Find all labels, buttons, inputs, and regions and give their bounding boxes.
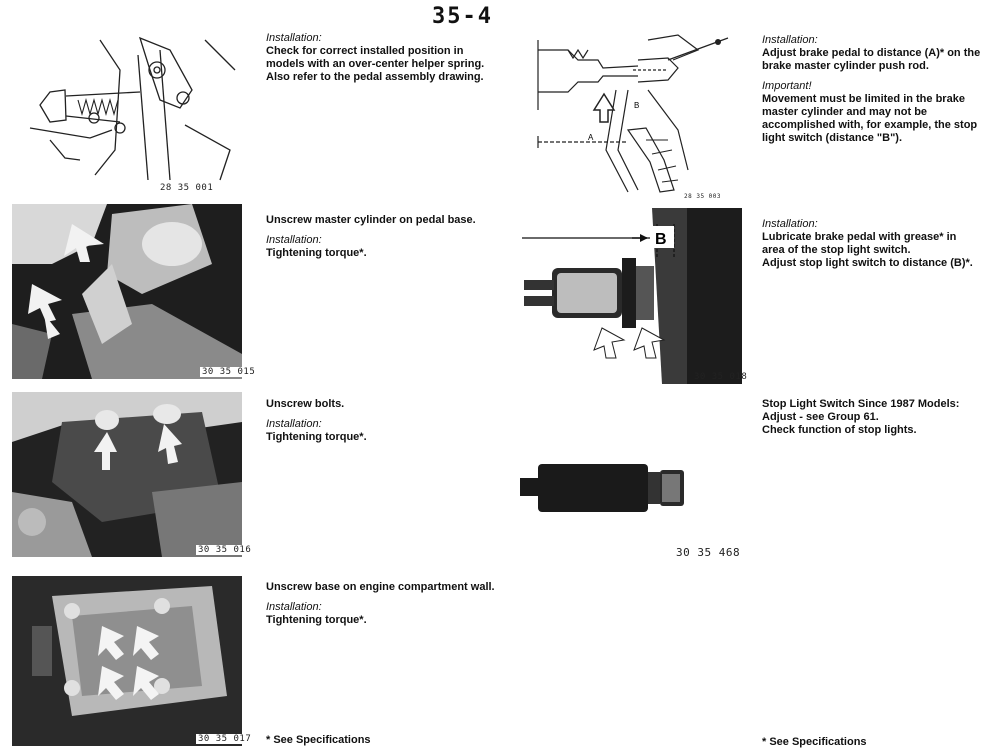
figure-caption: 30 35 468 — [676, 546, 741, 559]
installation-label: Installation: — [762, 34, 818, 46]
footnote: * See Specifications — [266, 734, 371, 746]
distance-b-label: B — [634, 101, 639, 110]
distance-a-label: A — [588, 133, 594, 142]
installation-label: Installation: — [266, 234, 322, 246]
instruction-block: Unscrew master cylinder on pedal base. I… — [266, 214, 496, 260]
figure-caption: 28 35 001 — [160, 183, 214, 193]
instruction-block: Stop Light Switch Since 1987 Models: Adj… — [762, 398, 987, 437]
distance-b-label: B — [655, 231, 667, 248]
pedal-base-photo — [12, 576, 242, 746]
figure-caption: 30 35 016 — [196, 545, 254, 555]
stop-light-switch-photo: B — [512, 208, 742, 384]
instruction-text: Lubricate brake pedal with grease* in ar… — [762, 231, 973, 269]
instruction-block: Unscrew base on engine compartment wall.… — [266, 581, 496, 627]
instruction-text: Check for correct installed position in … — [266, 45, 485, 83]
figure-caption: 30 35 015 — [200, 367, 258, 377]
instruction-text: Unscrew master cylinder on pedal base. — [266, 214, 476, 226]
stop-light-switch-1987-photo — [520, 450, 690, 530]
instruction-text: Unscrew base on engine compartment wall. — [266, 581, 495, 593]
instruction-block: Unscrew bolts. Installation: Tightening … — [266, 398, 496, 444]
instruction-text: Stop Light Switch Since 1987 Models: Adj… — [762, 398, 960, 436]
instruction-block: Installation: Check for correct installe… — [266, 32, 486, 84]
installation-label: Installation: — [266, 32, 322, 44]
installation-label: Installation: — [266, 601, 322, 613]
instruction-block: Installation: Lubricate brake pedal with… — [762, 218, 982, 270]
instruction-block: Installation: Adjust brake pedal to dist… — [762, 34, 982, 145]
figure-caption: 30 35 017 — [196, 734, 254, 744]
footnote: * See Specifications — [762, 736, 867, 748]
pedal-bolts-photo — [12, 392, 242, 557]
figure-caption: 28 35 003 — [684, 193, 722, 200]
pedal-assembly-drawing — [20, 30, 250, 185]
page-number: 35-4 — [432, 4, 493, 29]
instruction-text: Tightening torque*. — [266, 247, 367, 259]
instruction-text: Unscrew bolts. — [266, 398, 345, 410]
figure-caption: 30 35 018 — [694, 372, 748, 382]
instruction-text: Adjust brake pedal to distance (A)* on t… — [762, 47, 981, 72]
installation-label: Installation: — [762, 218, 818, 230]
instruction-text: Tightening torque*. — [266, 431, 367, 443]
important-label: Important! — [762, 80, 812, 92]
master-cylinder-photo — [12, 204, 242, 379]
installation-label: Installation: — [266, 418, 322, 430]
instruction-text: Movement must be limited in the brake ma… — [762, 93, 978, 144]
pedal-distance-drawing: A B — [528, 30, 748, 195]
instruction-text: Tightening torque*. — [266, 614, 367, 626]
